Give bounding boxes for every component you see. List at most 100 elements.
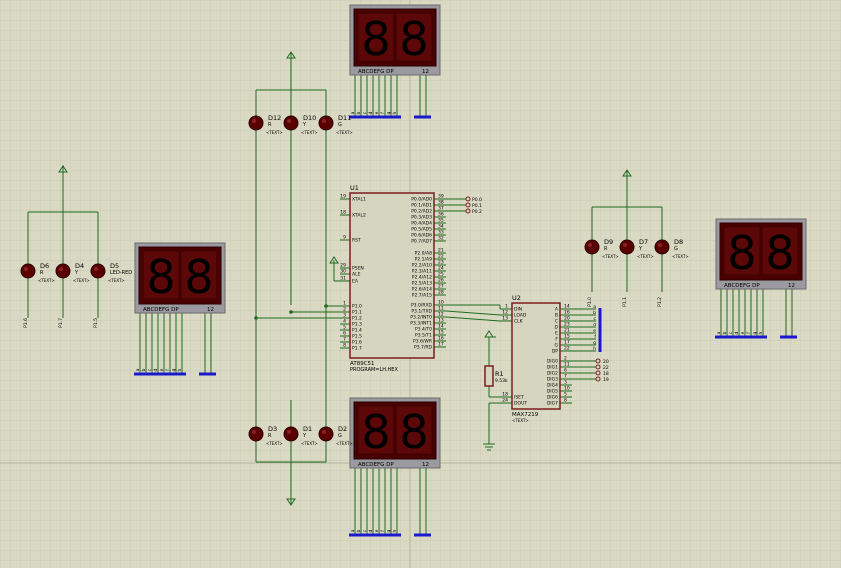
led-d7[interactable]: D7Y<TEXT> [619, 238, 654, 259]
driver-pin-num: 7 [564, 374, 567, 380]
mcu-pin-name: P0.1/AD1 [411, 203, 432, 209]
mcu-pin-name: RST [352, 238, 361, 244]
driver-pin-num: 2 [564, 356, 567, 362]
led-text-placeholder: <TEXT> [336, 130, 353, 135]
mcu-pin-num: 26 [438, 278, 444, 284]
digit-cell [357, 12, 395, 62]
led-text-placeholder: <TEXT> [672, 254, 689, 259]
led-text-placeholder: <TEXT> [602, 254, 619, 259]
driver-pin-name: G [555, 343, 559, 349]
mcu-pin-num: 38 [438, 200, 444, 206]
dig-net-label: 19 [603, 377, 609, 383]
mcu-pin-name: XTAL2 [352, 213, 366, 219]
pin-net-label: d [734, 331, 740, 334]
resistor-ref: R1 [495, 370, 504, 378]
driver-text-placeholder: <TEXT> [512, 418, 529, 423]
pin-net-label: d [368, 529, 374, 532]
mcu-pin-num: 27 [438, 284, 444, 290]
port-label: P0.2 [472, 209, 482, 215]
pin-net-label: f [380, 112, 386, 114]
driver-pin-name: DIG2 [547, 371, 558, 377]
mcu-ref: U1 [350, 184, 359, 192]
mcu-pin-name: P2.1/A9 [415, 257, 432, 263]
mcu-pin-name: P0.0/AD0 [411, 197, 432, 203]
port-label: P0.0 [472, 197, 482, 203]
display-pin-label: ABCDEFG DP [724, 283, 760, 289]
mcu-pin-num: 8 [343, 343, 346, 349]
mcu-pin-name: P3.6/WR [413, 339, 432, 345]
mcu-pin-num: 35 [438, 218, 444, 224]
led-highlight [24, 267, 28, 271]
mcu-pin-name: P3.0/RXD [411, 303, 433, 309]
mcu-pin-name: P1.0 [352, 304, 362, 310]
driver-pin-name: DOUT [514, 401, 527, 407]
led-highlight [322, 119, 326, 123]
pin-net-label: e [375, 529, 380, 532]
led-d1[interactable]: D1Y<TEXT> [283, 425, 318, 446]
mcu-pin-num: 32 [438, 236, 444, 242]
mcu-pin-name: P1.2 [352, 316, 362, 322]
led-ref: D2 [338, 425, 347, 433]
led-ref: D4 [75, 262, 84, 270]
led-d8[interactable]: D8G<TEXT> [654, 238, 689, 259]
driver-pin-num: 6 [564, 368, 567, 374]
driver-pin-num: 14 [564, 304, 570, 310]
pin-net-label: h [177, 368, 183, 371]
display-pin-label: ABCDEFG DP [143, 307, 179, 313]
led-d6[interactable]: D6R<TEXT> [20, 262, 55, 283]
led-body-icon [283, 426, 299, 442]
digit-cell [395, 12, 433, 62]
mcu-pin-num: 29 [340, 263, 346, 269]
mcu-pin-num: 11 [438, 306, 444, 312]
driver-body [511, 302, 561, 410]
led-color: G [674, 246, 678, 252]
driver-pin-name: DIG6 [547, 395, 558, 401]
mcu-pin-num: 13 [438, 318, 444, 324]
terminal-icon [595, 376, 601, 382]
led-text-placeholder: <TEXT> [336, 441, 353, 446]
mcu-pin-num: 23 [438, 260, 444, 266]
driver-pin-num: 21 [564, 328, 570, 334]
mcu-pin-num: 31 [340, 276, 346, 282]
led-text-placeholder: <TEXT> [637, 254, 654, 259]
led-color: Y [302, 122, 307, 128]
digit-cell [357, 405, 395, 455]
resistor-value: 9.53k [495, 378, 508, 384]
junction-dot [289, 310, 293, 314]
driver-pin-num: 3 [564, 380, 567, 386]
mcu-u1[interactable]: U1AT89C51PROGRAM=LH.HEX19XTAL118XTAL29RS… [340, 184, 482, 373]
wire [445, 310, 501, 316]
led-d9[interactable]: D9R<TEXT> [584, 238, 619, 259]
pin-net-label: e [375, 111, 380, 114]
terminal-icon [595, 364, 601, 370]
mcu-pin-num: 12 [438, 312, 444, 318]
led-d4[interactable]: D4Y<TEXT> [55, 262, 90, 283]
mcu-pin-name: P1.5 [352, 334, 362, 340]
power-arrow-icon [622, 169, 632, 177]
driver-net-label: f [594, 334, 596, 340]
driver-pin-name: CLK [514, 319, 524, 325]
led-highlight [658, 243, 662, 247]
driver-pin-name: DIG5 [547, 389, 558, 395]
led-d3[interactable]: D3R<TEXT> [248, 425, 283, 446]
pin-net-label: h [392, 529, 398, 532]
mcu-pin-name: P1.1 [352, 310, 362, 316]
led-body-icon [318, 115, 334, 131]
led-text-placeholder: <TEXT> [266, 441, 283, 446]
mcu-pin-name: P2.3/A11 [412, 269, 432, 275]
mcu-pin-num: 1 [343, 301, 346, 307]
led-d2[interactable]: D2G<TEXT> [318, 425, 353, 446]
led-body-icon [248, 426, 264, 442]
led-ref: D1 [303, 425, 312, 433]
led-highlight [94, 267, 98, 271]
driver-u2[interactable]: U2MAX7219<TEXT>1DIN12LOAD13CLK18ISET24DO… [502, 294, 609, 423]
resistor-r1[interactable]: R19.53k [484, 365, 508, 387]
